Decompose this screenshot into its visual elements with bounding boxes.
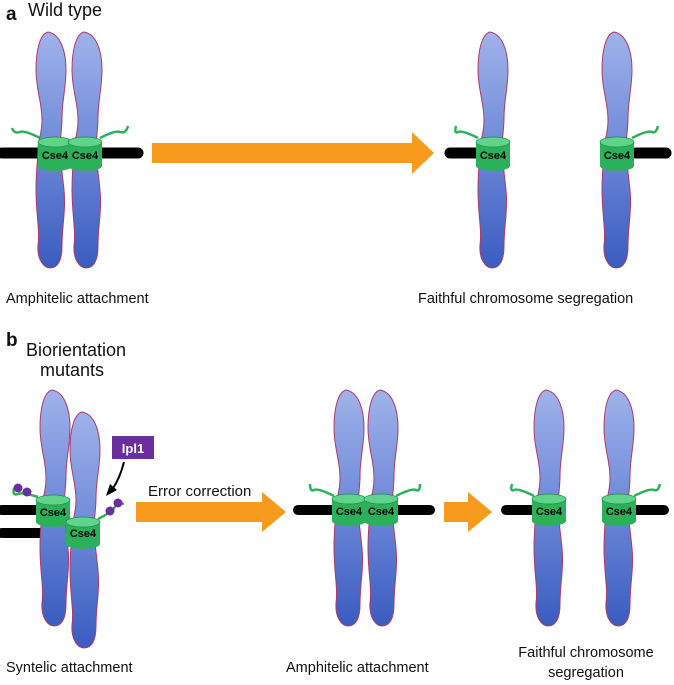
phosphorylation-dot (22, 487, 32, 497)
kinetochore: Cse4 (37, 136, 73, 171)
kinetochore-label: Cse4 (336, 506, 363, 518)
ipl1-kinase: Ipl1 (106, 436, 154, 496)
kinetochore: Cse4 (67, 136, 103, 171)
phosphorylation-dot (13, 483, 23, 493)
kinetochore-fibril (99, 125, 130, 140)
syntelic-sister-pair: Cse4 Cse4 (0, 389, 125, 649)
phosphorylation-dot (105, 506, 115, 516)
kinetochore: Cse4 (601, 493, 637, 526)
panel-b-letter: b (6, 330, 18, 351)
kinetochore-fibril (10, 127, 41, 140)
segregated-chromatid: Cse4 (601, 389, 669, 627)
kinetochore-fibril (633, 483, 662, 498)
ipl1-label: Ipl1 (122, 441, 144, 456)
kinetochore-label: Cse4 (480, 150, 507, 162)
kinetochore: Cse4 (331, 493, 367, 526)
segregation-arrow (444, 492, 492, 532)
segregated-chromatid: Cse4 (599, 31, 672, 269)
panel-b-title-line1: Biorientation (26, 340, 126, 360)
kinetochore: Cse4 (475, 136, 511, 171)
phosphorylation-dot (113, 498, 123, 508)
progression-arrow (152, 132, 434, 174)
panel-b-caption-right-line1: Faithful chromosome (518, 645, 653, 661)
error-correction-arrow (136, 492, 286, 532)
kinetochore-label: Cse4 (604, 150, 631, 162)
kinetochore: Cse4 (65, 516, 101, 549)
ipl1-arrowhead (106, 484, 117, 496)
kinetochore-label: Cse4 (40, 507, 67, 519)
kinetochore-fibril (510, 483, 535, 498)
ipl1-arrow (111, 461, 125, 491)
panel-a-title: Wild type (28, 0, 102, 20)
kinetochore-label: Cse4 (42, 150, 69, 162)
kinetochore: Cse4 (35, 494, 71, 527)
kinetochore-fibril (395, 483, 422, 498)
segregated-chromatid: Cse4 (501, 389, 567, 627)
kinetochore-label: Cse4 (70, 528, 97, 540)
amphitelic-sister-pair: Cse4 Cse4 (293, 389, 435, 627)
kinetochore-label: Cse4 (72, 150, 99, 162)
wt-sister-pair: Cse4 Cse4 (0, 31, 144, 269)
kinetochore-label: Cse4 (606, 506, 633, 518)
kinetochore-fibril (308, 483, 335, 498)
kinetochore-label: Cse4 (536, 506, 563, 518)
panel-a-caption-left: Amphitelic attachment (6, 291, 149, 307)
panel-b-caption-right-line2: segregation (548, 665, 624, 681)
panel-a-caption-right: Faithful chromosome segregation (418, 291, 633, 307)
kinetochore: Cse4 (363, 493, 399, 526)
panel-b-caption-left: Syntelic attachment (6, 660, 133, 676)
kinetochore-label: Cse4 (368, 506, 395, 518)
kinetochore-fibril (454, 125, 479, 140)
panel-a-letter: a (6, 4, 17, 25)
panel-b-title-line2: mutants (40, 360, 104, 380)
error-correction-label: Error correction (148, 483, 251, 500)
kinetochore-fibril (631, 125, 660, 140)
kinetochore: Cse4 (599, 136, 635, 171)
kinetochore: Cse4 (531, 493, 567, 526)
panel-b-caption-mid: Amphitelic attachment (286, 660, 429, 676)
ipl1-box (112, 436, 154, 459)
segregated-chromatid: Cse4 (444, 31, 511, 269)
